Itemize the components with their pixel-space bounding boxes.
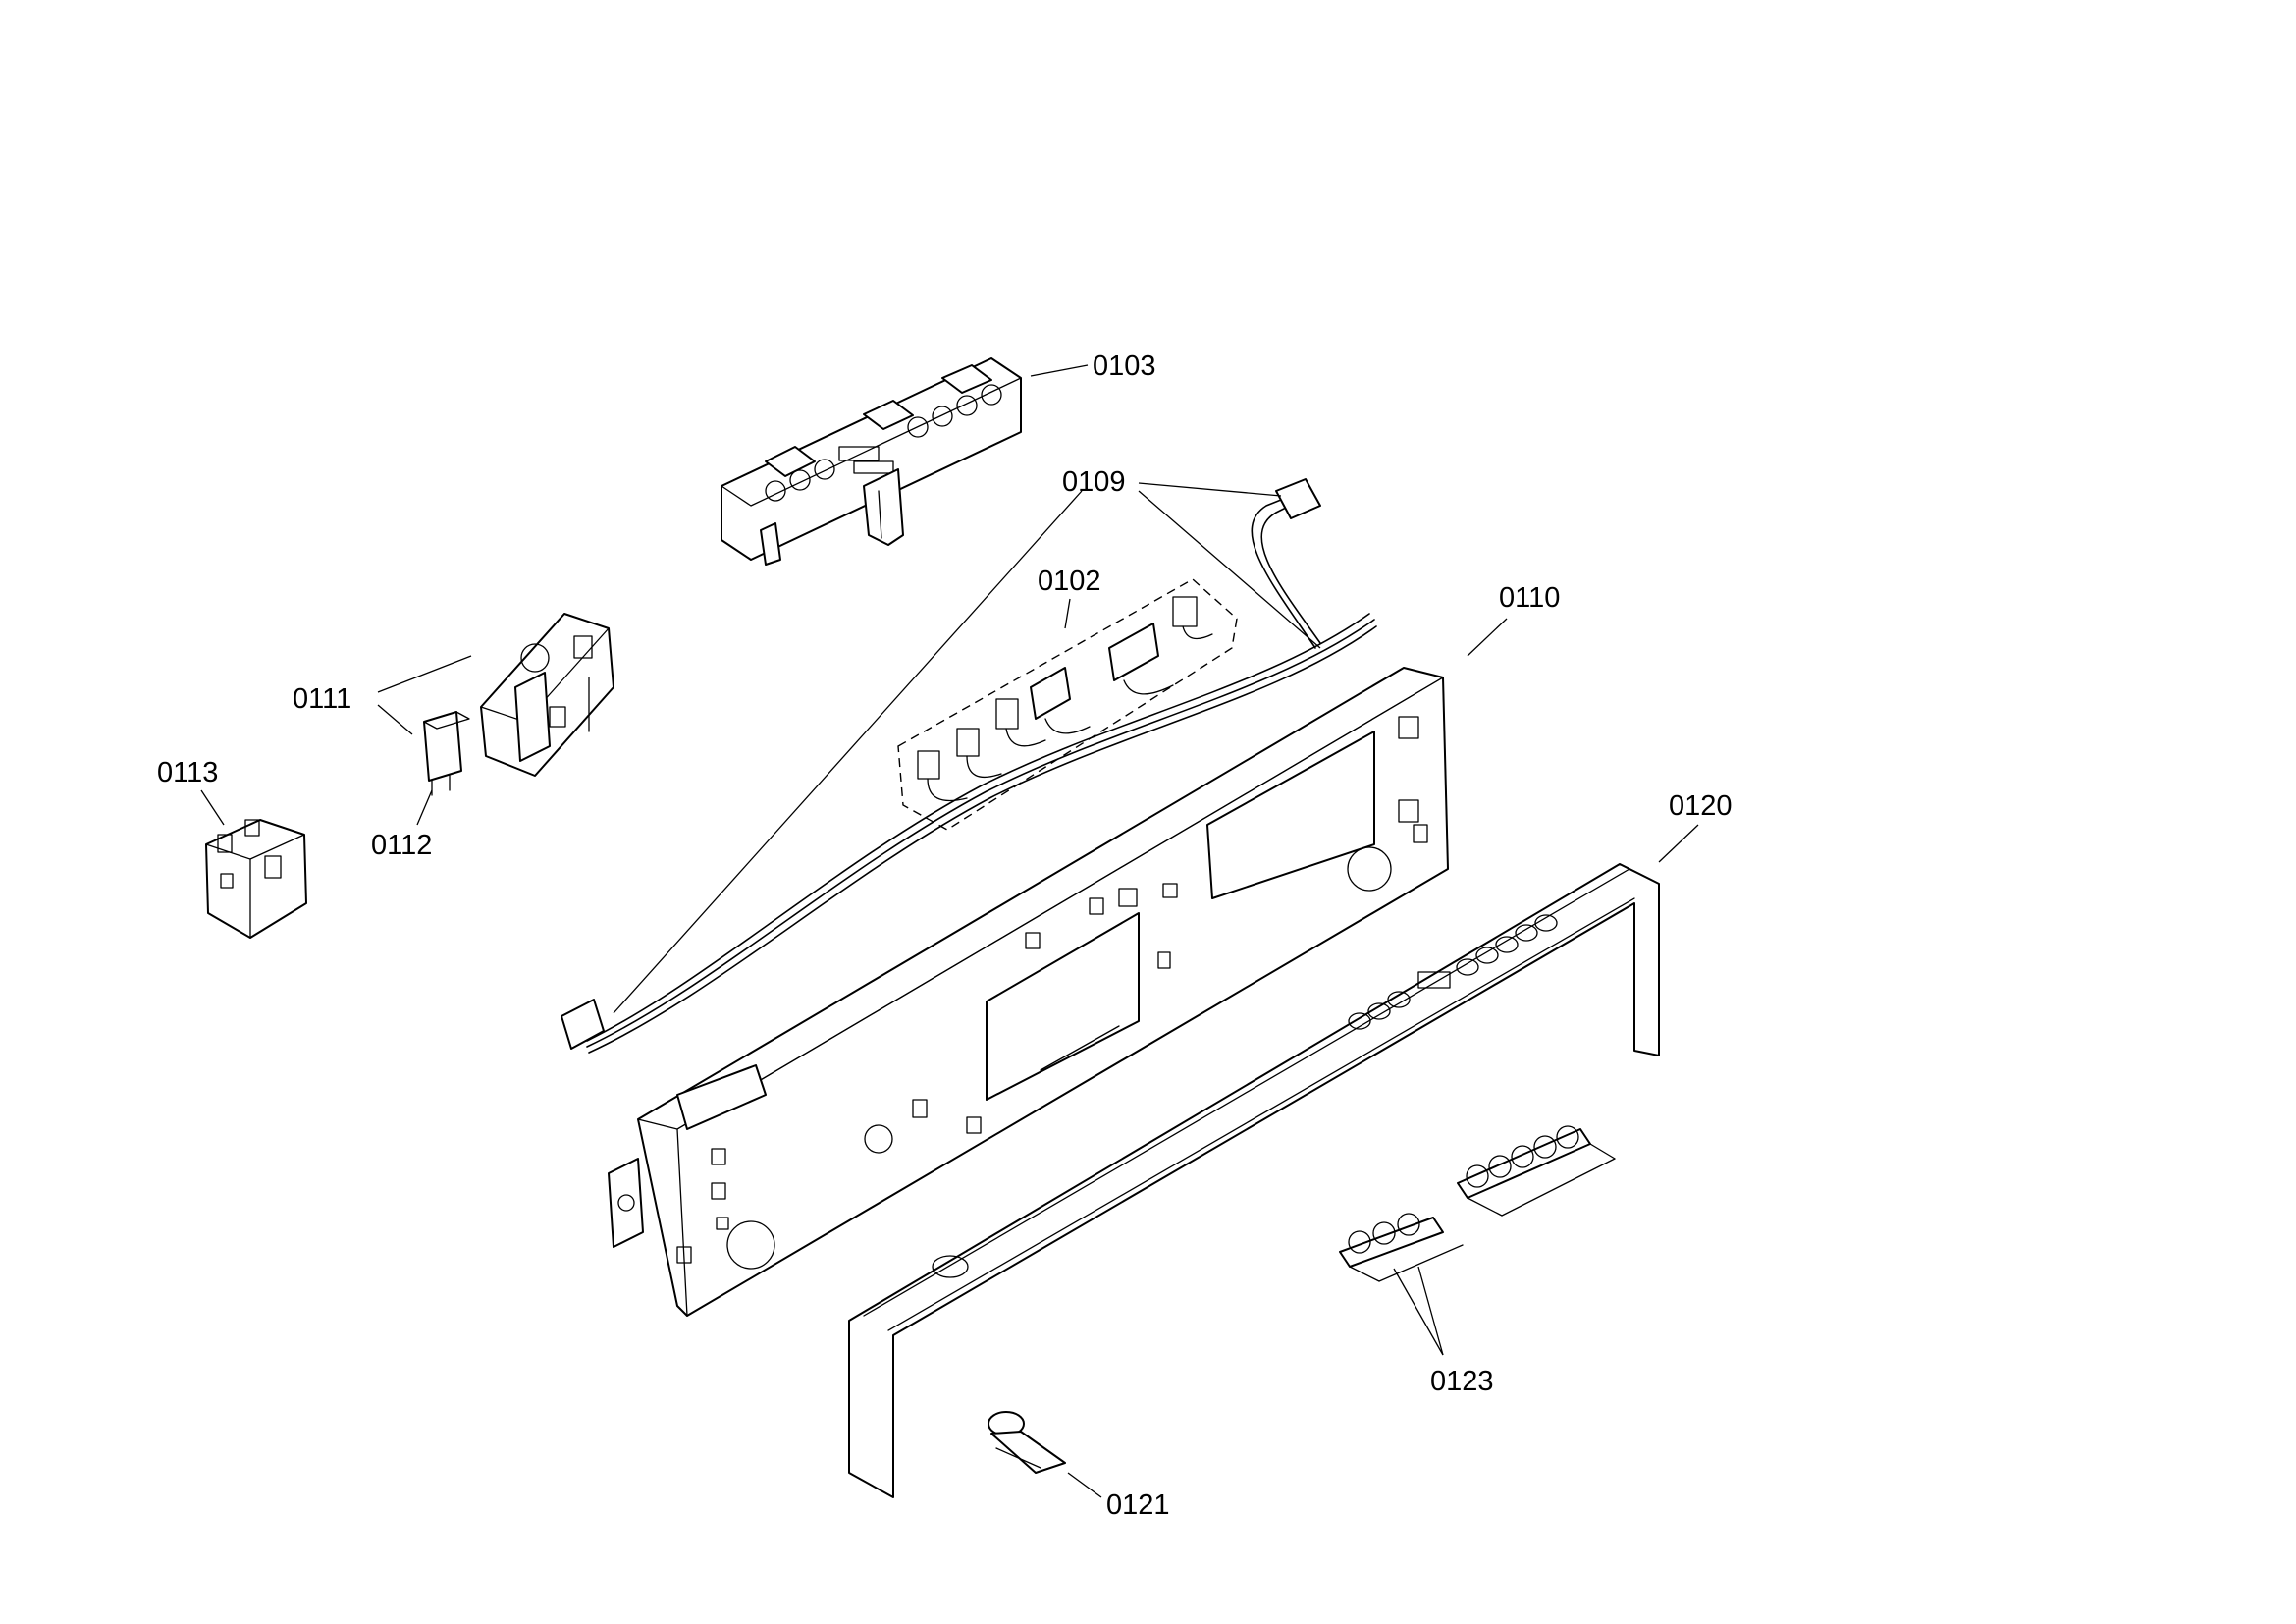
- leader-0109-c: [1138, 490, 1321, 649]
- leader-0109-a: [613, 490, 1083, 1014]
- part-0102-connector-group[interactable]: [897, 578, 1238, 831]
- callout-0111: 0111: [293, 683, 351, 715]
- callout-labels: 0103 0109 0102 0110 0111 0113 0112 0120 …: [157, 351, 1733, 1521]
- callout-0120: 0120: [1669, 790, 1733, 822]
- part-0103-control-module[interactable]: [721, 357, 1022, 566]
- leader-0110: [1467, 618, 1508, 657]
- callout-0109: 0109: [1062, 466, 1126, 498]
- callout-0112: 0112: [371, 830, 432, 861]
- part-0109-wiring-harness[interactable]: [561, 478, 1377, 1054]
- leader-0103: [1030, 364, 1089, 377]
- callout-0113: 0113: [157, 757, 218, 788]
- leader-0109-b: [1138, 482, 1282, 497]
- callout-0103: 0103: [1093, 351, 1156, 382]
- leader-0112: [416, 789, 433, 826]
- callout-0110: 0110: [1499, 582, 1560, 614]
- part-0112-microswitch[interactable]: [423, 711, 470, 796]
- callout-0121: 0121: [1106, 1489, 1170, 1521]
- leader-0102: [1064, 598, 1071, 629]
- callout-0123: 0123: [1430, 1366, 1494, 1397]
- leader-0123-a: [1393, 1268, 1444, 1356]
- part-0110-control-panel-frame[interactable]: [608, 667, 1449, 1317]
- leader-0120: [1658, 824, 1699, 863]
- leader-0111-a: [377, 655, 472, 693]
- part-0111-door-lock[interactable]: [480, 613, 614, 777]
- part-0123-button-boards[interactable]: [1339, 1125, 1616, 1282]
- callout-0102: 0102: [1038, 566, 1101, 597]
- leader-0113: [200, 789, 225, 826]
- part-0120-front-fascia[interactable]: [848, 863, 1660, 1498]
- part-0113-relay-block[interactable]: [205, 819, 307, 939]
- leader-0123-b: [1417, 1266, 1444, 1356]
- part-0121-clip[interactable]: [988, 1411, 1066, 1474]
- leader-0111-b: [377, 704, 413, 735]
- leader-lines: [200, 364, 1699, 1498]
- leader-0121: [1067, 1472, 1102, 1498]
